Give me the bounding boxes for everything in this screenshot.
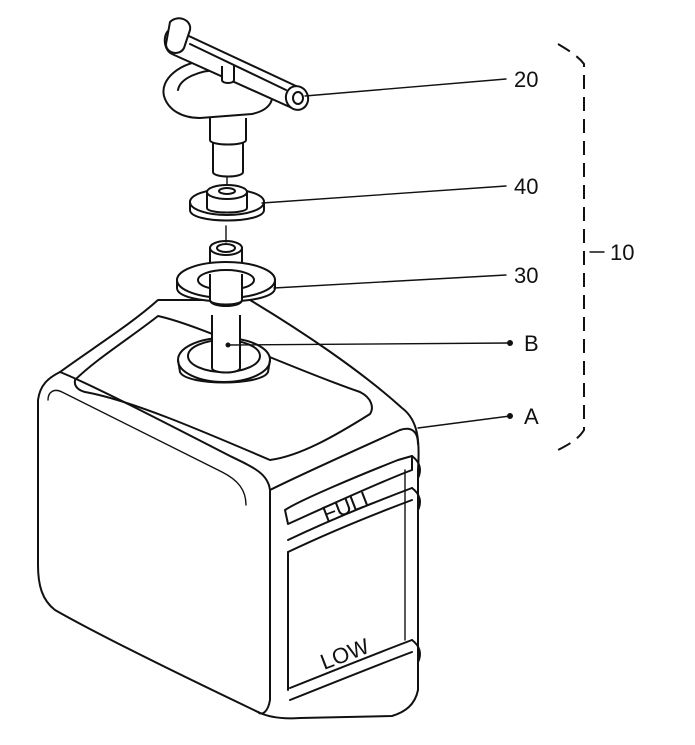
callout-10: 10 — [610, 240, 634, 265]
gasket-40 — [189, 175, 265, 222]
group-bracket — [553, 43, 605, 453]
cap-20 — [162, 17, 310, 178]
callout-20: 20 — [514, 67, 538, 92]
ring-30 — [176, 261, 276, 306]
callout-a: A — [524, 404, 539, 429]
callout-30: 30 — [514, 263, 538, 288]
callout-b: B — [524, 331, 539, 356]
callout-40: 40 — [514, 174, 538, 199]
container-body — [37, 299, 421, 720]
leader-lines — [225, 78, 513, 429]
